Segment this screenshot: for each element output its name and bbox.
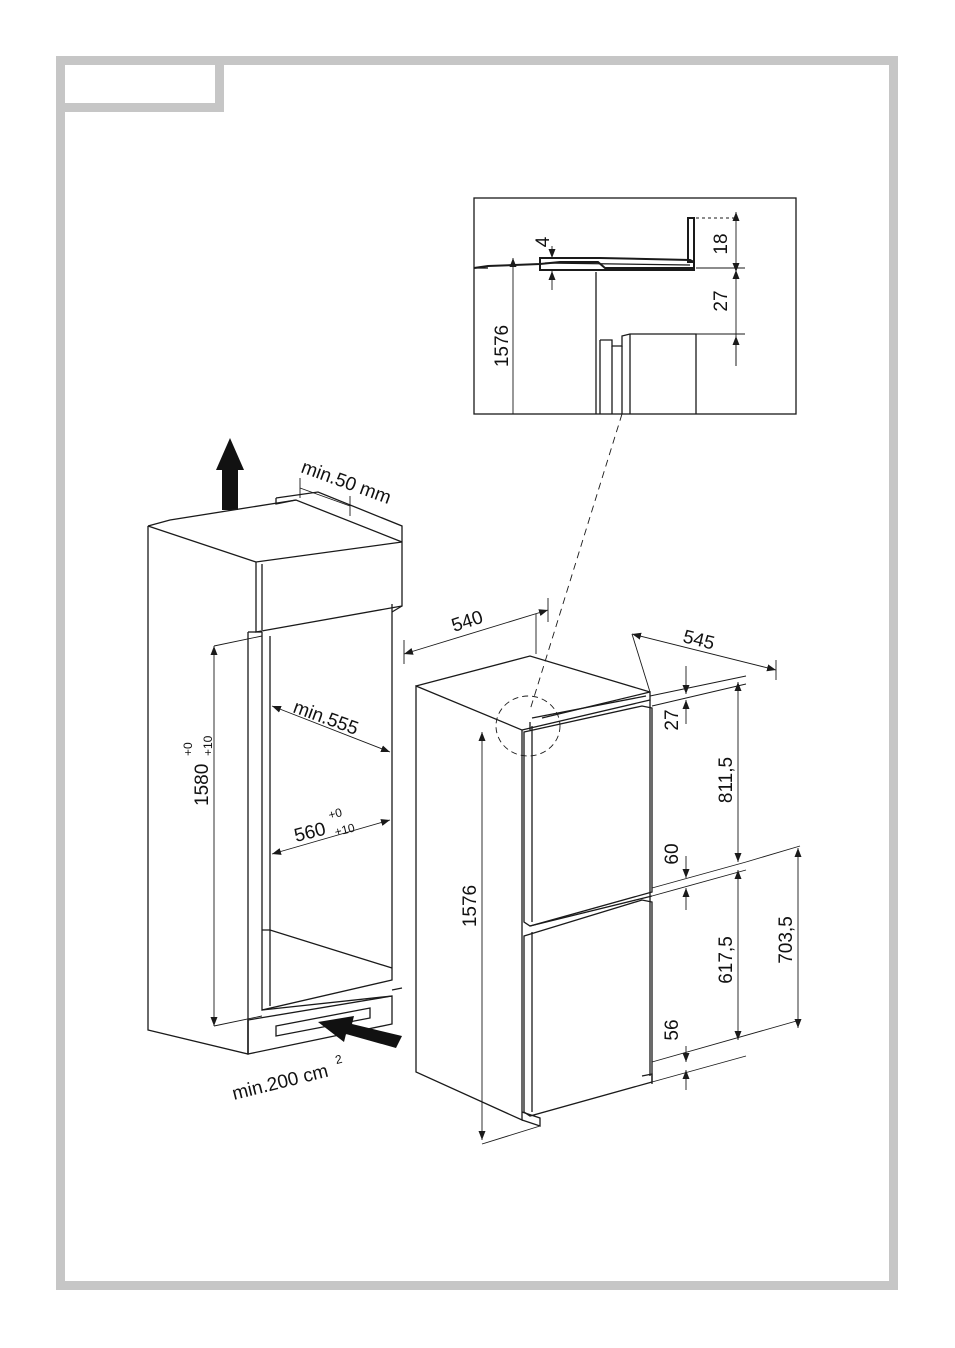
detail-label-4: 4 [533,236,554,247]
detail-leader-line [530,414,622,710]
detail-label-27: 27 [711,290,732,311]
label-min-200-group: min.200 cm 2 [229,1052,347,1105]
label-560: 560 [292,819,328,847]
label-1576: 1576 [460,885,481,927]
label-right-617-5: 617,5 [716,936,737,984]
label-right-703-5: 703,5 [776,916,797,964]
detail-inset: 4 18 27 1576 [474,198,796,414]
detail-label-18: 18 [711,233,732,254]
detail-label-1576: 1576 [492,325,513,367]
ventilation-up-arrow [216,438,244,510]
label-min-200: min.200 cm [230,1061,330,1105]
label-1580: 1580 [192,764,213,806]
label-right-60: 60 [662,843,683,864]
label-545: 545 [681,626,717,654]
label-1580-tol-lower: +10 [201,735,215,756]
label-560-tol-upper: +0 [327,805,344,822]
label-560-tol-lower: +10 [333,821,356,840]
label-right-811-5: 811,5 [716,757,737,803]
label-min-200-sup: 2 [334,1052,344,1067]
label-right-27: 27 [662,709,683,730]
label-1580-tol-upper: +0 [181,742,195,756]
label-560-group: 560 +0 +10 [290,803,357,849]
label-right-56: 56 [662,1019,683,1040]
label-min-555: min.555 [290,697,361,740]
label-540: 540 [449,607,486,637]
appliance-drawing [404,598,800,1144]
ventilation-in-arrow [318,1016,402,1048]
label-1580-group: 1580 +0 +10 [181,735,215,806]
label-min-50: min.50 mm [298,457,393,509]
